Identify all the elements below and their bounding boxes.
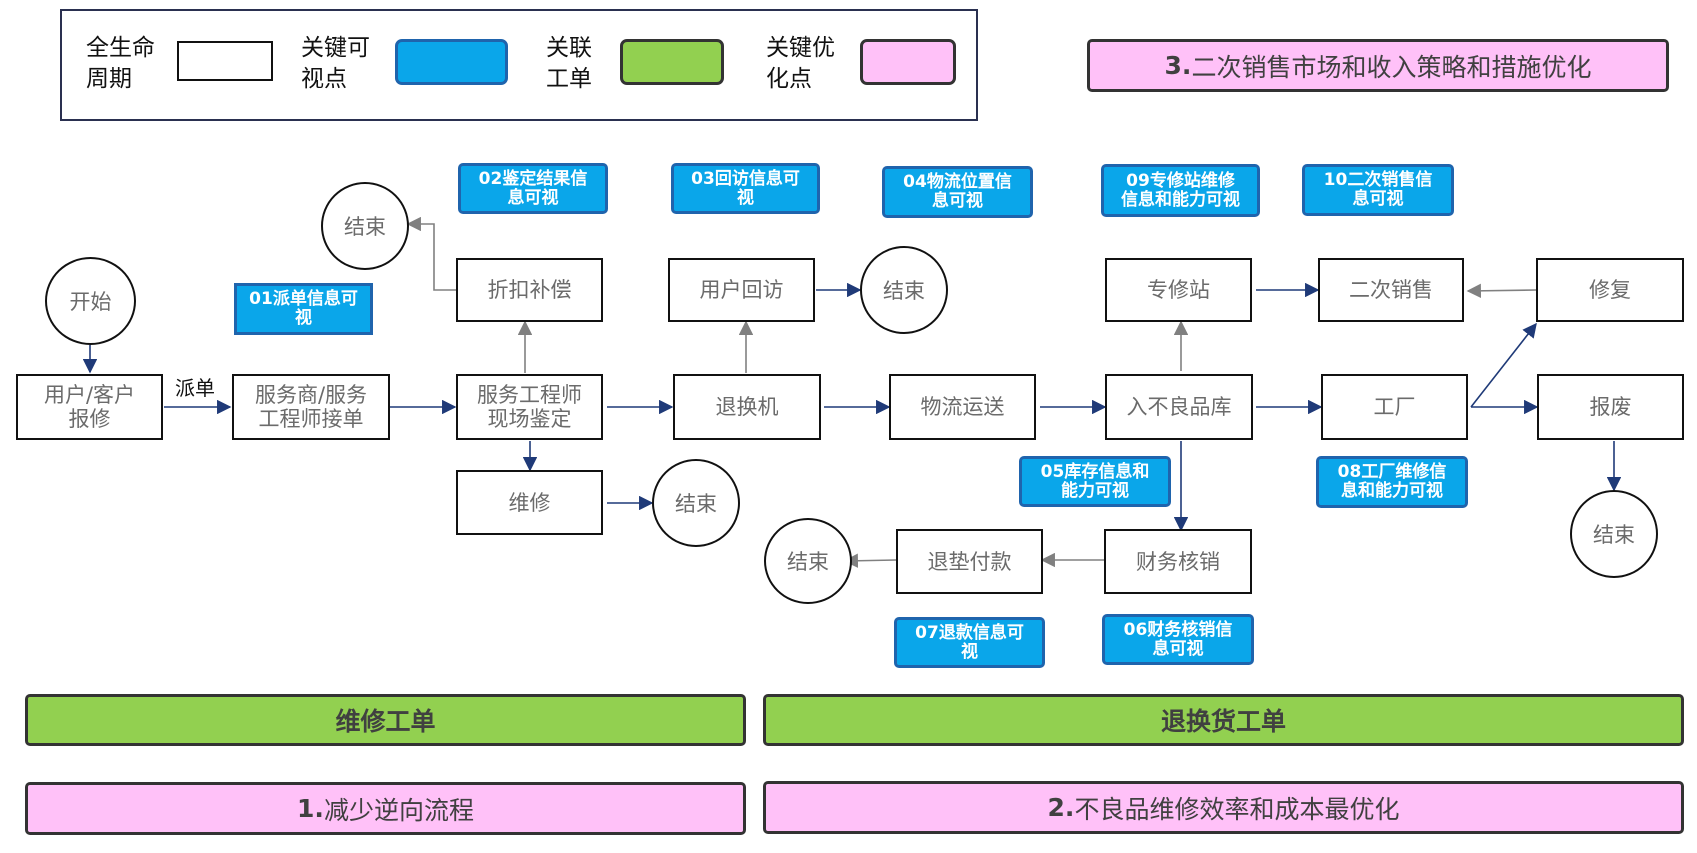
optimization-3-number: 3. [1164, 51, 1192, 80]
node-fix: 修复 [1536, 258, 1684, 322]
node-factory: 工厂 [1321, 374, 1468, 440]
node-finance: 财务核销 [1104, 529, 1252, 594]
node-specialist: 专修站 [1105, 258, 1252, 322]
node-logistics: 物流运送 [889, 374, 1036, 440]
edge-compensate-end [406, 216, 456, 291]
key-point-10: 10二次销售信 息可视 [1302, 164, 1454, 216]
node-end-repair: 结束 [652, 459, 740, 547]
node-end-revisit: 结束 [860, 246, 948, 334]
node-repair: 维修 [456, 470, 603, 535]
key-point-07: 07退款信息可 视 [894, 617, 1045, 668]
optimization-2-text: 不良品维修效率和成本最优化 [1074, 794, 1400, 824]
node-warehouse: 入不良品库 [1105, 374, 1253, 440]
edge-fix-secondary [1466, 283, 1537, 299]
node-accept: 服务商/服务 工程师接单 [232, 374, 390, 440]
edge-refund-end [843, 553, 897, 568]
legend-lifecycle-swatch [177, 41, 273, 81]
ticket-exchange: 退换货工单 [763, 694, 1684, 746]
optimization-3-text: 二次销售市场和收入策略和措施优化 [1191, 52, 1592, 82]
legend-key-visible-swatch [395, 39, 508, 85]
node-inspect: 服务工程师 现场鉴定 [456, 374, 603, 440]
optimization-2-number: 2. [1047, 793, 1075, 822]
node-report: 用户/客户 报修 [16, 374, 163, 440]
optimization-1-number: 1. [297, 794, 324, 823]
node-exchange: 退换机 [673, 374, 821, 440]
node-revisit: 用户回访 [668, 258, 815, 322]
node-end-scrap: 结束 [1570, 490, 1658, 578]
node-secondary-sale: 二次销售 [1318, 258, 1464, 322]
legend-key-optimization-swatch [860, 39, 956, 85]
legend-linked-ticket-label: 关联 工单 [546, 35, 592, 92]
edge-label-dispatch: 派单 [175, 376, 215, 400]
edge-factory-fix [1470, 322, 1537, 408]
node-compensate: 折扣补偿 [456, 258, 603, 322]
key-point-06: 06财务核销信 息可视 [1102, 614, 1254, 665]
key-point-08: 08工厂维修信 息和能力可视 [1316, 456, 1468, 508]
legend-key-visible-label: 关键可 视点 [301, 35, 370, 92]
optimization-1: 1.减少逆向流程 [25, 782, 746, 835]
legend-key-optimization-label: 关键优 化点 [766, 35, 835, 92]
key-point-04: 04物流位置信 息可视 [882, 166, 1033, 218]
key-point-03: 03回访信息可 视 [671, 163, 820, 214]
node-scrap: 报废 [1537, 374, 1684, 440]
key-point-09: 09专修站维修 信息和能力可视 [1101, 164, 1260, 217]
key-point-05: 05库存信息和 能力可视 [1019, 456, 1171, 507]
optimization-2: 2.不良品维修效率和成本最优化 [763, 781, 1684, 834]
key-point-01: 01派单信息可 视 [234, 283, 373, 335]
node-end-refund: 结束 [764, 518, 852, 604]
optimization-3: 3.二次销售市场和收入策略和措施优化 [1087, 39, 1669, 92]
optimization-1-text: 减少逆向流程 [323, 795, 474, 825]
legend: 全生命 周期 关键可 视点 关联 工单 关键优 化点 [60, 9, 978, 121]
legend-linked-ticket-swatch [620, 39, 724, 85]
key-point-02: 02鉴定结果信 息可视 [458, 163, 608, 214]
legend-lifecycle-label: 全生命 周期 [86, 35, 155, 92]
node-start: 开始 [45, 257, 136, 345]
ticket-repair: 维修工单 [25, 694, 746, 746]
node-end-compensate: 结束 [321, 182, 409, 270]
node-refund: 退垫付款 [896, 529, 1043, 594]
